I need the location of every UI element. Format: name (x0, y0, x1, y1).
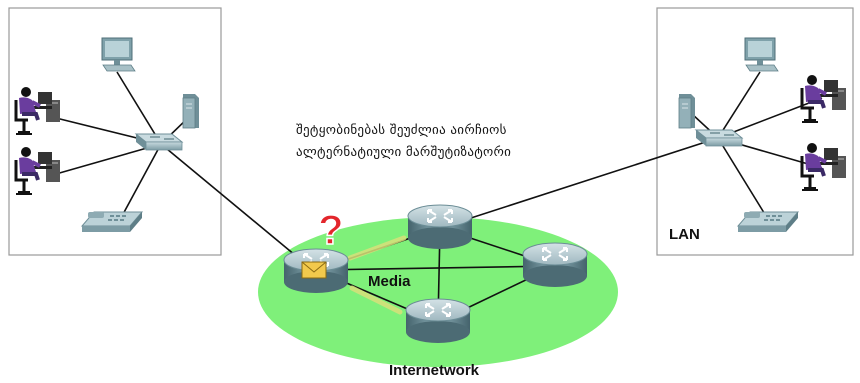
server-icon (678, 93, 696, 129)
router-icon (522, 242, 588, 288)
router-icon (405, 298, 471, 344)
alternate-path-arrows (347, 235, 407, 315)
lan-label: LAN (669, 226, 700, 243)
router-icon (407, 204, 473, 250)
envelope-icon (301, 261, 327, 279)
monitor-icon (744, 37, 779, 72)
caption-line-2: ალტერნატიული მარშუტიზატორი (296, 145, 512, 160)
media-label: Media (368, 273, 411, 290)
internetwork-label: Internetwork (389, 362, 480, 379)
question-mark: ? (318, 206, 344, 253)
monitor-icon (101, 37, 136, 72)
caption-line-1: შეტყობინებას შეუძლია აირჩიოს (296, 123, 507, 138)
server-icon (182, 93, 200, 129)
